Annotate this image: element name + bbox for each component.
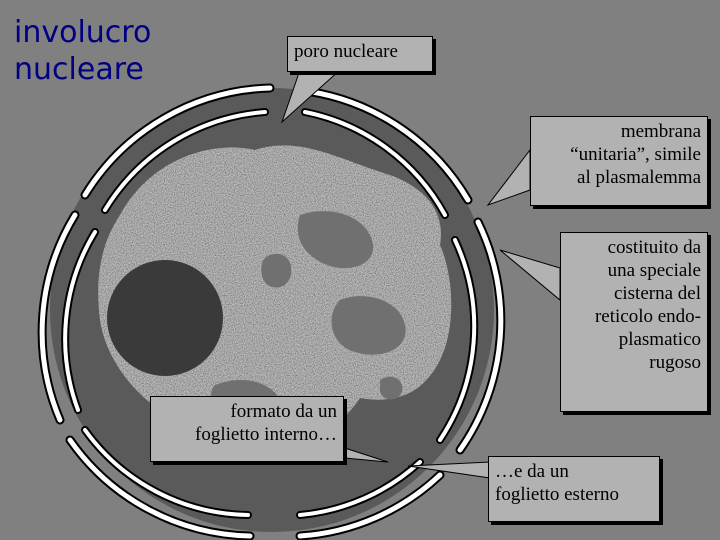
callout-line: …e da un (495, 461, 569, 482)
heterochromatin-patch (380, 376, 403, 400)
callout-line: foglietto esterno (495, 484, 619, 505)
callout-line: al plasmalemma (577, 167, 701, 188)
callout-line: poro nucleare (294, 41, 398, 62)
callout-poro-nucleare: poro nucleare (287, 36, 433, 72)
heterochromatin-patch (331, 296, 406, 355)
callout-line: membrana (620, 121, 701, 142)
inner-leaflet (63, 110, 477, 517)
title-line-1: involucro (14, 15, 152, 50)
callout-line: cisterna del (613, 283, 701, 304)
callout-line: foglietto interno… (195, 424, 337, 445)
slide-title: involucro nucleare (14, 14, 151, 88)
callout-line: una speciale (607, 260, 701, 281)
tail-cisterna (499, 249, 561, 302)
nuclear-envelope (37, 83, 506, 540)
callout-cisterna: costituito da una speciale cisterna del … (560, 232, 708, 412)
heterochromatin-patch (261, 253, 292, 288)
tail-membrana (486, 148, 531, 207)
callout-foglietto-interno: formato da un foglietto interno… (150, 396, 344, 462)
callout-line: costituito da (607, 237, 701, 258)
callout-line: rugoso (649, 352, 701, 373)
callout-line: formato da un (230, 401, 337, 422)
nucleolus (107, 260, 223, 376)
title-line-2: nucleare (14, 52, 144, 87)
callout-membrana: membrana “unitaria”, simile al plasmalem… (530, 116, 708, 206)
outer-leaflet (39, 85, 504, 539)
callout-line: “unitaria”, simile (570, 144, 701, 165)
callout-foglietto-esterno: …e da un foglietto esterno (488, 456, 660, 522)
callout-line: reticolo endo- (594, 306, 701, 327)
callout-line: plasmatico (618, 329, 701, 350)
heterochromatin-patch (297, 211, 374, 269)
